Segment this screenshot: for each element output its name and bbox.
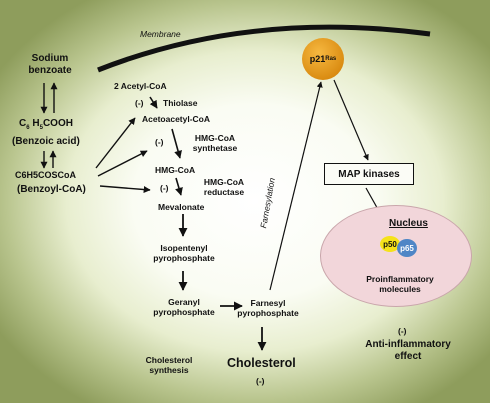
- hmg-synthetase-line1: HMG-CoA: [194, 133, 236, 143]
- isopentenyl-label: Isopentenyl pyrophosphate: [143, 243, 225, 263]
- hmg-reductase-line1: HMG-CoA: [203, 177, 245, 187]
- farnesyl-line2: pyrophosphate: [237, 308, 299, 318]
- proinflammatory-line2: molecules: [379, 284, 421, 294]
- p50-subunit: p50: [380, 236, 400, 252]
- arrow-to-hmgcoa: [97, 150, 148, 177]
- map-kinases-box: MAP kinases: [324, 163, 414, 185]
- arrow-to-mevalonate: [99, 185, 151, 193]
- farnesyl-line1: Farnesyl: [250, 298, 286, 308]
- cholesterol-label: Cholesterol: [227, 356, 296, 370]
- p21-label: p21: [309, 54, 326, 64]
- anti-inflammatory-inhibition: (-): [398, 326, 407, 336]
- acetyl-coa-label: 2 Acetyl-CoA: [114, 81, 167, 91]
- thiolase-label: Thiolase: [163, 98, 198, 108]
- sodium-benzoate-label: Sodium benzoate: [22, 53, 78, 77]
- benzoyl-coa-formula: C6H5COSCoA: [15, 170, 77, 180]
- isopentenyl-line2: pyrophosphate: [153, 253, 215, 263]
- sodium-benzoate-line2: benzoate: [28, 65, 72, 76]
- thiolase-inhibition: (-): [135, 98, 144, 108]
- acetoacetyl-coa-label: Acetoacetyl-CoA: [142, 114, 211, 124]
- geranyl-line1: Geranyl: [168, 297, 200, 307]
- geranyl-line2: pyrophosphate: [153, 307, 215, 317]
- cholesterol-inhibition: (-): [256, 376, 265, 386]
- membrane-label: Membrane: [140, 29, 181, 39]
- arrow-farnesylation: [269, 81, 323, 291]
- cholesterol-synthesis-label: Cholesterol synthesis: [134, 355, 204, 375]
- proinflammatory-label: Proinflammatory molecules: [360, 274, 440, 294]
- geranyl-label: Geranyl pyrophosphate: [143, 297, 225, 317]
- mevalonate-label: Mevalonate: [158, 202, 205, 212]
- sodium-benzoate-line1: Sodium: [31, 53, 69, 64]
- membrane-line: [97, 24, 431, 73]
- proinflammatory-line1: Proinflammatory: [366, 274, 434, 284]
- cholesterol-synthesis-line1: Cholesterol: [145, 355, 193, 365]
- hmg-coa-label: HMG-CoA: [155, 165, 196, 175]
- benzoyl-coa-label: (Benzoyl-CoA): [17, 184, 86, 195]
- hmg-reductase-line2: reductase: [203, 187, 245, 197]
- isopentenyl-line1: Isopentenyl: [160, 243, 208, 253]
- arrow-hmg-reductase: [175, 177, 183, 196]
- hmg-reductase-label: HMG-CoA reductase: [196, 177, 252, 197]
- hmg-synthetase-inhibition: (-): [155, 137, 164, 147]
- cholesterol-synthesis-line2: synthesis: [149, 365, 189, 375]
- hmg-synthetase-label: HMG-CoA synthetase: [185, 133, 245, 153]
- arrow-thiolase: [149, 96, 158, 109]
- anti-inflammatory-line1: Anti-inflammatory: [365, 339, 451, 350]
- benzoic-acid-formula: C6 H5COOH: [19, 118, 73, 131]
- anti-inflammatory-label: Anti-inflammatory effect: [356, 339, 460, 363]
- arrow-hmg-synthetase: [171, 128, 182, 159]
- farnesyl-label: Farnesyl pyrophosphate: [227, 298, 309, 318]
- ras-label: Ras: [325, 56, 337, 62]
- arrow-to-acetoacetyl: [95, 117, 136, 169]
- benzoic-acid-label: (Benzoic acid): [12, 136, 80, 147]
- anti-inflammatory-line2: effect: [394, 351, 422, 362]
- nucleus-ellipse: [320, 205, 472, 307]
- hmg-synthetase-line2: synthetase: [192, 143, 238, 153]
- arrow-p21-to-map: [333, 79, 369, 161]
- hmg-reductase-inhibition: (-): [160, 183, 169, 193]
- p65-subunit: p65: [397, 239, 417, 257]
- nucleus-label: Nucleus: [389, 218, 428, 229]
